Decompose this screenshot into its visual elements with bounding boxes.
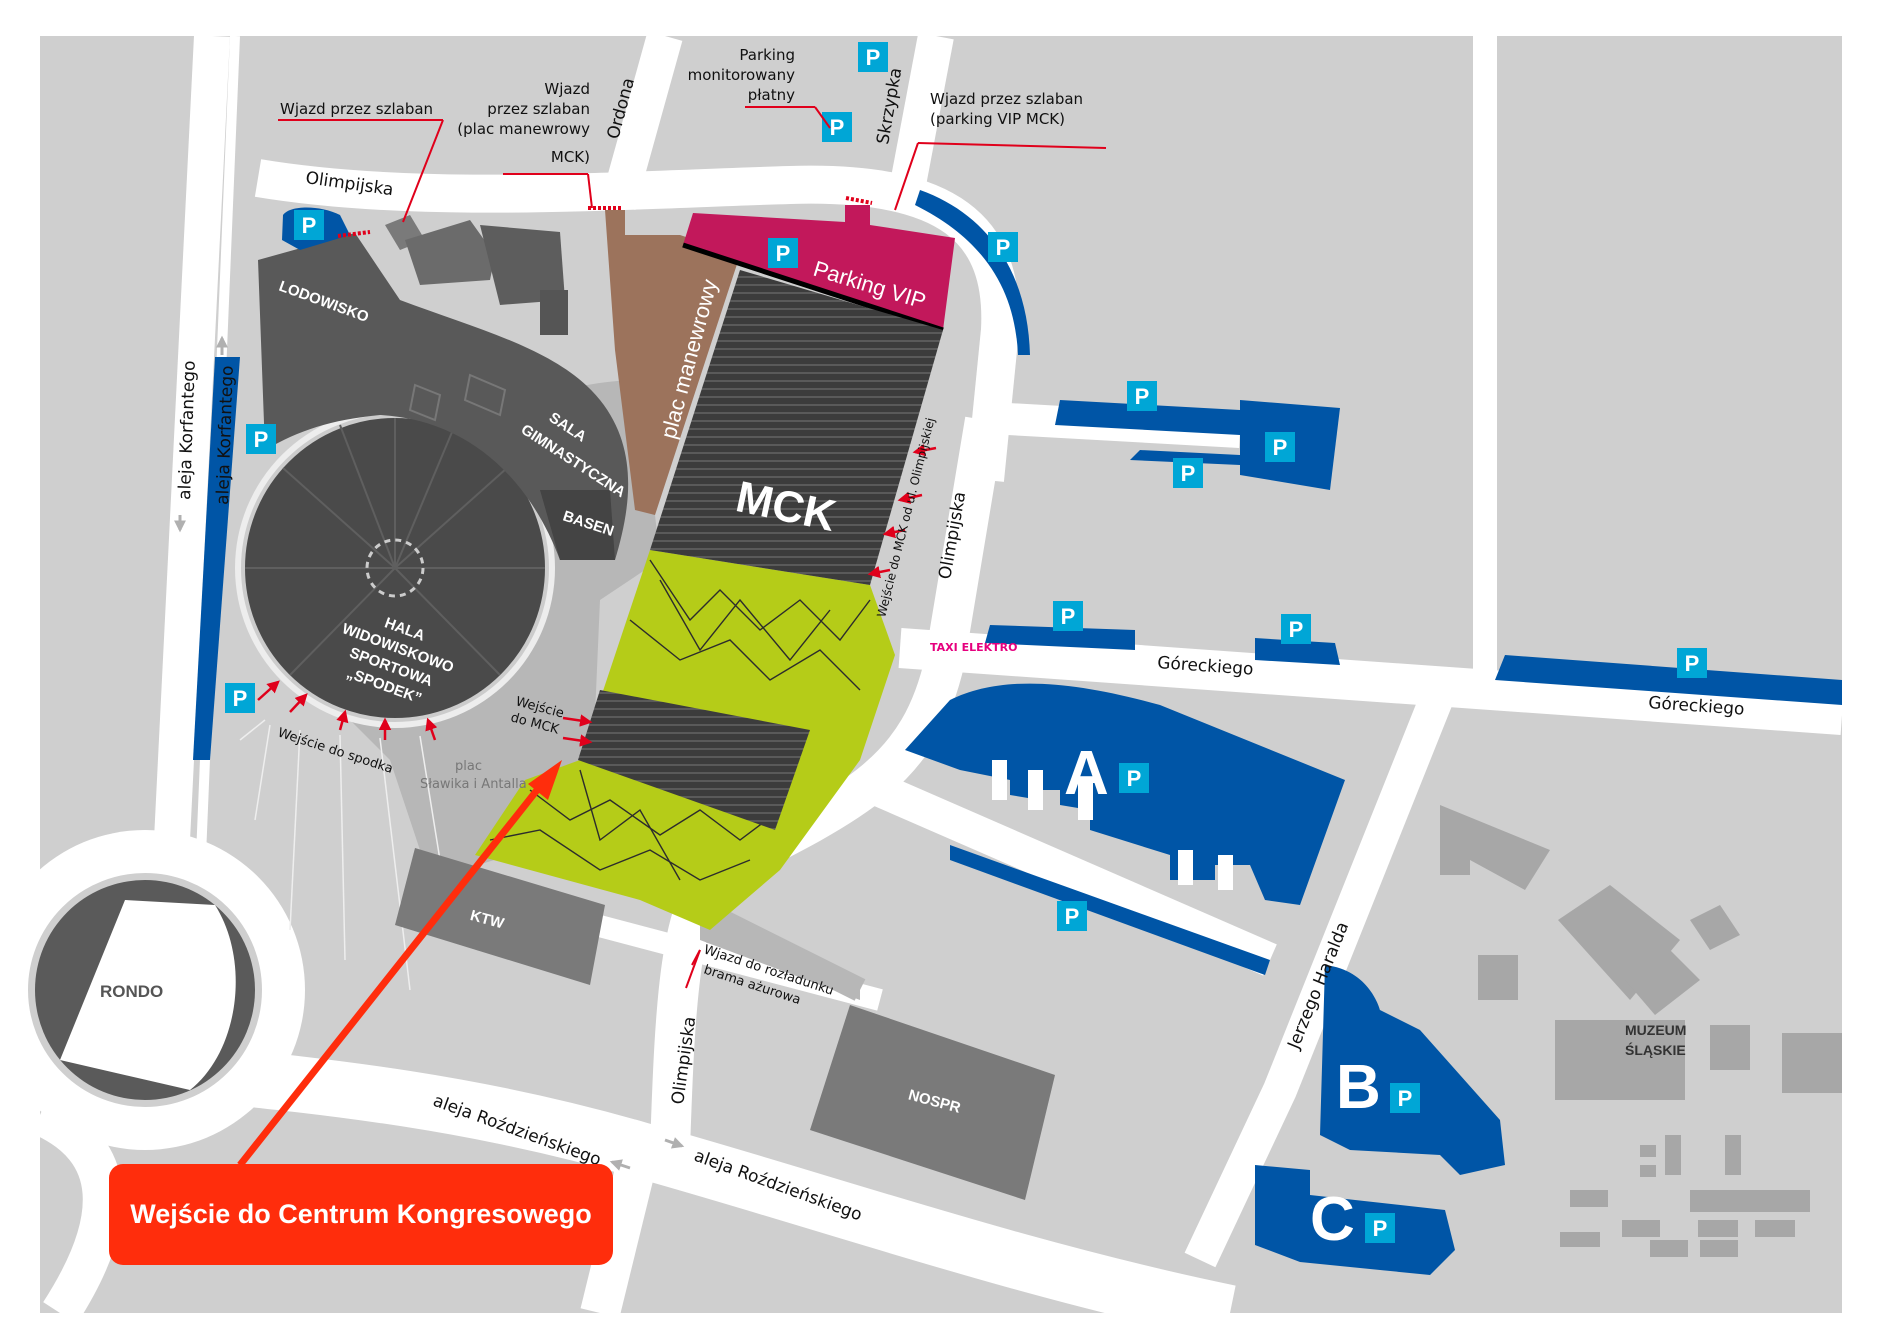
parking-a-gaps — [992, 760, 1233, 890]
monitored-line-2: monitorowany — [688, 66, 796, 84]
p-sign: P — [1119, 763, 1149, 793]
svg-text:P: P — [1289, 617, 1304, 642]
ktw-building — [395, 848, 605, 985]
p-sign: P — [822, 112, 852, 142]
plac-line-1: plac — [455, 759, 482, 774]
svg-text:P: P — [866, 45, 881, 70]
small-buildings-top — [385, 215, 568, 335]
barrier-vip-line-2: (parking VIP MCK) — [930, 110, 1065, 128]
svg-text:P: P — [830, 115, 845, 140]
p-sign: P — [988, 232, 1018, 262]
barriers — [337, 196, 873, 238]
p-sign: P — [1390, 1083, 1420, 1113]
lot-c-label: C — [1310, 1185, 1355, 1254]
p-sign: P — [858, 42, 888, 72]
entrance-pointer-arrow — [237, 760, 562, 1168]
p-sign: P — [1173, 458, 1203, 488]
svg-text:P: P — [1127, 766, 1142, 791]
lot-a-label: A — [1064, 739, 1109, 808]
p-sign: P — [1053, 601, 1083, 631]
svg-text:P: P — [254, 427, 269, 452]
taxi-text: TAXI ELEKTRO — [930, 641, 1017, 654]
svg-text:P: P — [1135, 384, 1150, 409]
p-sign: P — [768, 238, 798, 268]
p-sign: P — [1365, 1213, 1395, 1243]
svg-text:P: P — [1061, 604, 1076, 629]
mck-lower-building — [578, 690, 810, 830]
lot-b-label: B — [1336, 1053, 1381, 1122]
svg-text:P: P — [302, 213, 317, 238]
p-sign: P — [1265, 432, 1295, 462]
svg-text:P: P — [1685, 651, 1700, 676]
svg-text:P: P — [1398, 1086, 1413, 1111]
spodek-arena — [235, 408, 555, 991]
p-sign: P — [1127, 381, 1157, 411]
lodowisko-complex — [258, 233, 629, 560]
street-korfantego-1: aleja Korfantego — [175, 360, 200, 500]
svg-text:P: P — [996, 235, 1011, 260]
muzeum-label-2: ŚLĄSKIE — [1625, 1041, 1686, 1058]
svg-text:P: P — [1065, 904, 1080, 929]
p-sign: P — [1281, 614, 1311, 644]
p-sign: P — [1677, 648, 1707, 678]
nospr-building — [810, 1005, 1055, 1200]
muzeum-label-1: MUZEUM — [1625, 1022, 1686, 1038]
street-korfantego-2: aleja Korfantego — [213, 365, 238, 505]
barrier-2-line-1: Wjazd — [544, 80, 590, 98]
svg-text:P: P — [1273, 435, 1288, 460]
entrance-arrows — [257, 443, 937, 747]
svg-text:P: P — [233, 686, 248, 711]
p-sign: P — [246, 424, 276, 454]
monitored-line-3: płatny — [748, 86, 795, 104]
svg-text:P: P — [1373, 1216, 1388, 1241]
annotation-lines — [278, 106, 1107, 989]
congress-centre-entrance-button[interactable]: Wejście do Centrum Kongresowego — [109, 1164, 613, 1265]
green-lattice — [489, 559, 871, 881]
p-sign: P — [294, 210, 324, 240]
direction-arrows — [174, 335, 685, 1171]
rondo — [0, 830, 305, 1150]
parking-signs: P P P P P P P P P P P P P P P P P — [225, 42, 1707, 1243]
barrier-1-text: Wjazd przez szlaban — [280, 100, 433, 118]
barrier-2-line-4: MCK) — [551, 148, 590, 166]
svg-text:P: P — [1181, 461, 1196, 486]
monitored-line-1: Parking — [739, 46, 795, 64]
p-sign: P — [1057, 901, 1087, 931]
parking-vip-area — [683, 205, 955, 330]
plac-manewrowy-area — [605, 210, 740, 515]
roads — [31, 31, 1844, 1341]
barrier-vip-line-1: Wjazd przez szlaban — [930, 90, 1083, 108]
p-sign: P — [225, 683, 255, 713]
mck-building — [650, 270, 943, 585]
basen-block — [540, 490, 615, 560]
barrier-2-line-3: (plac manewrowy — [457, 120, 590, 138]
barrier-2-line-2: przez szlaban — [487, 100, 590, 118]
muzeum-blocks — [1440, 805, 1842, 1257]
svg-text:P: P — [776, 241, 791, 266]
lot-letters: A B C — [1064, 739, 1381, 1254]
plac-line-2: Sławika i Antalla — [420, 777, 527, 792]
rondo-label: RONDO — [100, 982, 163, 1001]
